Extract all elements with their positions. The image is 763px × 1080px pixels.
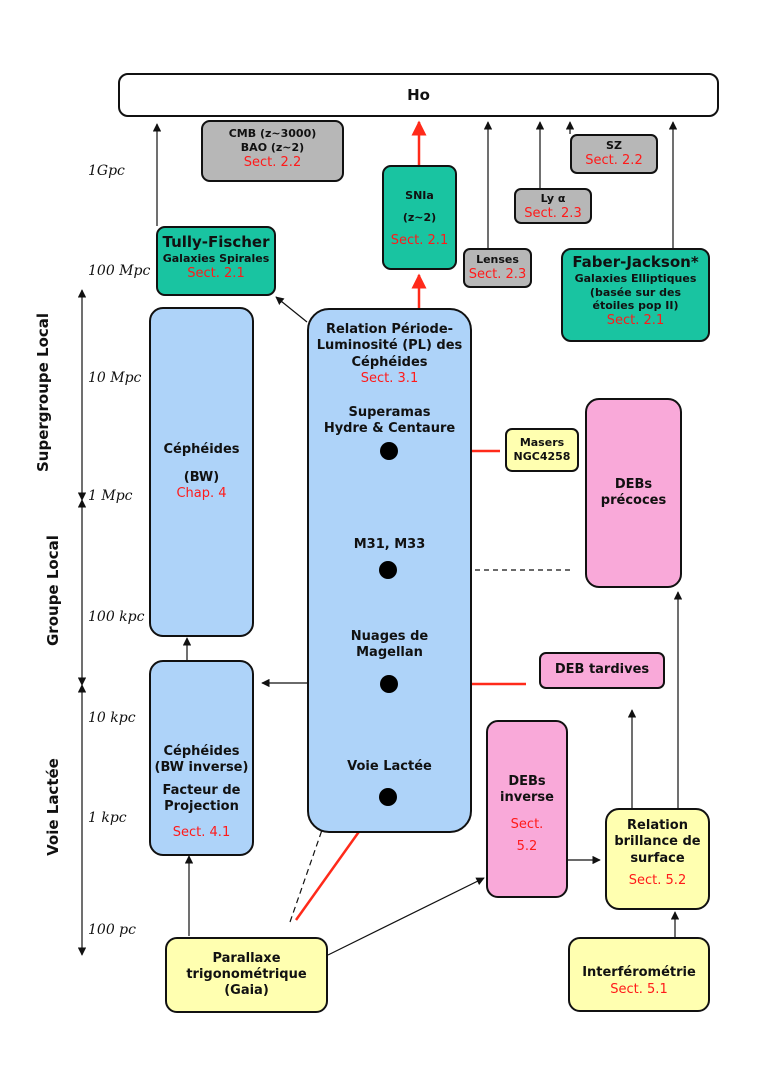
masers-line1: Masers — [519, 436, 565, 450]
relation-sect: Sect. 5.2 — [628, 872, 687, 888]
deb-tardives-box: DEB tardives — [539, 652, 665, 689]
relation-line2: brillance de — [614, 834, 701, 850]
lya-line1: Ly α — [540, 192, 566, 205]
voie-lactee-label: Voie Lactée — [317, 759, 462, 775]
scale-label-1mpc: 1 Mpc — [88, 488, 133, 504]
cephbwinv-line2: (BW inverse) — [154, 760, 249, 776]
pl-line2: Luminosité (PL) des — [316, 338, 463, 354]
pl-line1: Relation Période- — [325, 322, 454, 337]
masers-line2: NGC4258 — [513, 450, 571, 463]
scale-label-100kpc: 100 kpc — [88, 609, 145, 625]
relation-brillance-box: Relation brillance de surface Sect. 5.2 — [605, 808, 710, 910]
sz-box: SZ Sect. 2.2 — [570, 134, 658, 174]
parallaxe-line2: trigonométrique — [186, 966, 307, 982]
snia-box: SNIa (z~2) Sect. 2.1 — [382, 165, 457, 270]
ho-box: Ho — [118, 73, 719, 117]
masers-box: Masers NGC4258 — [505, 428, 579, 472]
tully-line2: Galaxies Spirales — [162, 251, 270, 265]
debsprecoces-line2: précoces — [600, 493, 667, 508]
region-voie-lactee: Voie Lactée — [44, 758, 62, 856]
nuages-dot — [380, 675, 398, 693]
cepheides-bw-box: Céphéides (BW) Chap. 4 — [149, 307, 254, 637]
cephbwinv-line4: Projection — [164, 798, 239, 814]
lya-sect: Sect. 2.3 — [524, 205, 582, 221]
lya-box: Ly α Sect. 2.3 — [514, 188, 592, 224]
arrow-parallaxe-to-debsinverse — [327, 877, 485, 956]
voie-lactee-dot — [379, 788, 397, 806]
parallaxe-box: Parallaxe trigonométrique (Gaia) — [165, 937, 328, 1013]
lenses-line1: Lenses — [476, 253, 519, 266]
tully-fischer-box: Tully-Fischer Galaxies Spirales Sect. 2.… — [156, 226, 276, 296]
faber-line1: Faber-Jackson* — [572, 253, 699, 271]
pl-line3: Céphéides — [351, 354, 428, 370]
scale-label-100pc: 100 pc — [88, 922, 136, 938]
cmb-line1: CMB (z~3000) — [228, 127, 317, 140]
faber-line2: Galaxies Elliptiques — [574, 271, 697, 285]
snia-line2: (z~2) — [402, 210, 437, 224]
cephbwinv-line1: Céphéides — [163, 744, 240, 759]
tully-sect: Sect. 2.1 — [187, 265, 245, 281]
scale-label-10kpc: 10 kpc — [88, 710, 136, 726]
debs-inverse-box: DEBs inverse Sect. 5.2 — [486, 720, 568, 898]
arrow-pl-to-tully — [275, 296, 308, 323]
faber-line4: étoiles pop II) — [592, 299, 679, 313]
sz-line1: SZ — [606, 139, 622, 152]
snia-line1: SNIa — [405, 189, 434, 202]
tully-line1: Tully-Fischer — [162, 233, 270, 251]
cephbw-line1: Céphéides — [163, 441, 240, 457]
debsinverse-sect1: Sect. — [510, 816, 544, 832]
ho-title: Ho — [407, 85, 430, 104]
pl-sect: Sect. 3.1 — [360, 370, 419, 386]
region-groupe-local: Groupe Local — [44, 535, 62, 646]
superamas-line2: Hydre & Centaure — [323, 421, 456, 437]
scale-label-1gpc: 1Gpc — [88, 163, 125, 179]
relation-line3: surface — [630, 850, 685, 866]
cmb-bao-box: CMB (z~3000) BAO (z~2) Sect. 2.2 — [201, 120, 344, 182]
lenses-sect: Sect. 2.3 — [468, 266, 527, 282]
nuages-line1: Nuages de — [350, 629, 429, 644]
cephbw-line2: (BW) — [183, 469, 220, 485]
cmb-line2: BAO (z~2) — [240, 140, 305, 154]
superamas-dot — [380, 442, 398, 460]
faber-jackson-box: Faber-Jackson* Galaxies Elliptiques (bas… — [561, 248, 710, 342]
scale-label-100mpc: 100 Mpc — [88, 263, 151, 279]
debsinverse-line1: DEBs — [508, 774, 546, 789]
lenses-box: Lenses Sect. 2.3 — [463, 248, 532, 288]
debsprecoces-line1: DEBs — [614, 476, 653, 492]
cephbw-sect: Chap. 4 — [176, 486, 227, 502]
interfero-sect: Sect. 5.1 — [610, 981, 668, 997]
faber-line3: (basée sur des — [589, 285, 682, 299]
relation-line1: Relation — [627, 818, 688, 833]
parallaxe-line3: (Gaia) — [224, 983, 269, 999]
sz-sect: Sect. 2.2 — [585, 152, 643, 168]
interfero-line1: Interférométrie — [582, 965, 696, 981]
cephbwinv-line3: Facteur de — [162, 782, 241, 798]
voie-line1: Voie Lactée — [347, 759, 432, 774]
scale-label-1kpc: 1 kpc — [88, 810, 127, 826]
interferometrie-box: Interférométrie Sect. 5.1 — [568, 937, 710, 1012]
faber-sect: Sect. 2.1 — [606, 313, 665, 328]
debsinverse-line2: inverse — [500, 790, 554, 806]
debsinverse-sect2: 5.2 — [516, 838, 538, 854]
debs-precoces-box: DEBs précoces — [585, 398, 682, 588]
m31-line1: M31, M33 — [353, 537, 426, 552]
m31-dot — [379, 561, 397, 579]
parallaxe-line1: Parallaxe — [212, 950, 281, 966]
region-supergroupe-local: Supergroupe Local — [34, 312, 52, 472]
scale-label-10mpc: 10 Mpc — [88, 370, 142, 386]
snia-sect: Sect. 2.1 — [390, 232, 449, 248]
nuages-line2: Magellan — [356, 645, 423, 661]
nuages-label: Nuages de Magellan — [317, 629, 462, 662]
cmb-sect: Sect. 2.2 — [243, 154, 302, 170]
debtardives-line1: DEB tardives — [554, 662, 650, 678]
superamas-line1: Superamas — [348, 405, 431, 420]
cephbwinv-sect: Sect. 4.1 — [172, 825, 231, 840]
m31-label: M31, M33 — [317, 537, 462, 553]
cepheides-bwinverse-box: Céphéides (BW inverse) Facteur de Projec… — [149, 660, 254, 856]
superamas-label: Superamas Hydre & Centaure — [317, 405, 462, 438]
